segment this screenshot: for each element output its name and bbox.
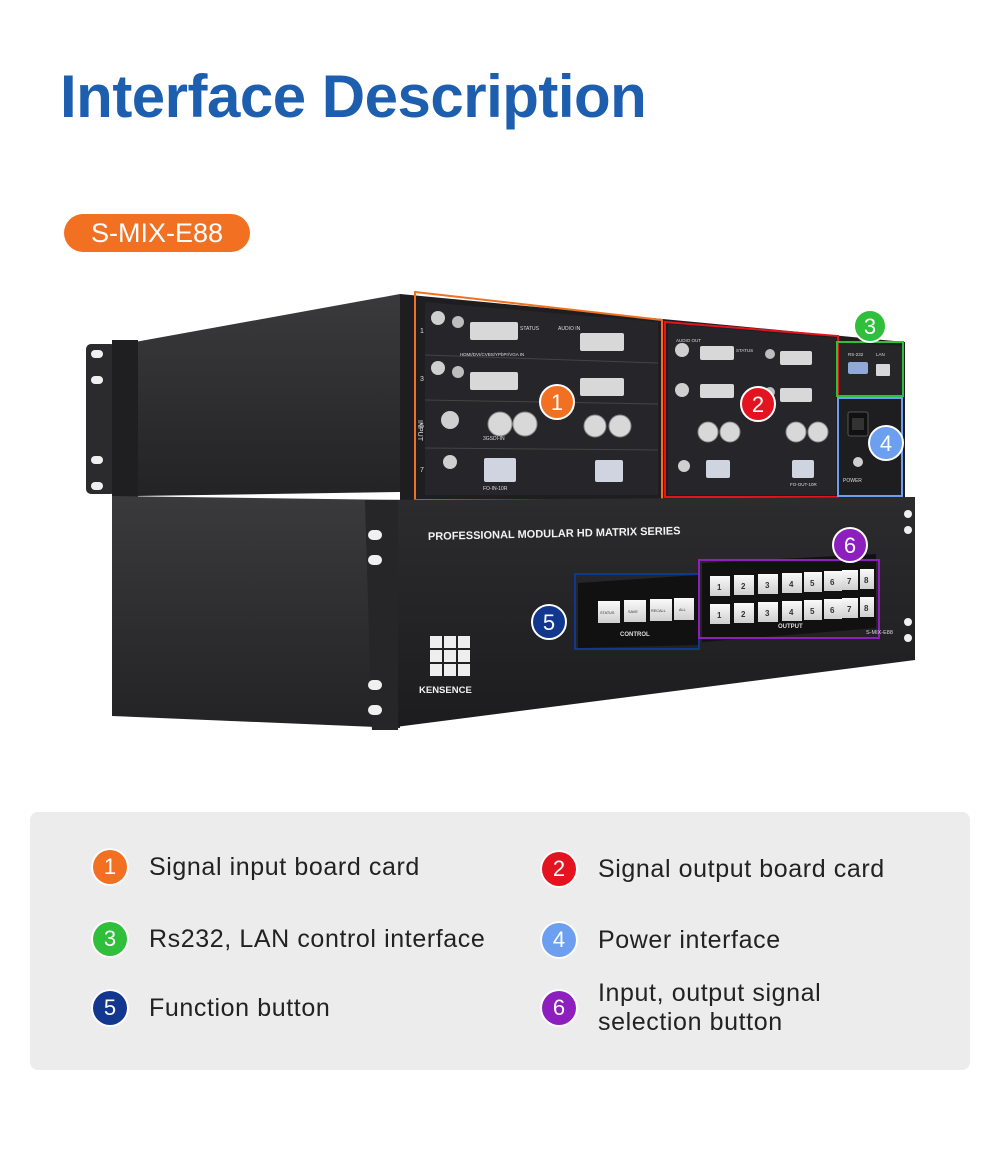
legend-number-5: 5 [93,991,127,1025]
output-button-numbers: 1 2 3 4 5 6 7 8 1 2 3 4 5 6 7 8 [717,576,869,620]
input-panel-label: INPUT [416,420,423,442]
out-btn-r1-5: 5 [810,579,815,588]
out-btn-r2-5: 5 [810,607,815,616]
legend-number-2: 2 [542,852,576,886]
callout-5: 5 [531,604,567,640]
out-btn-r2-4: 4 [789,608,794,617]
svg-text:RS-232: RS-232 [848,352,864,357]
callout-6: 6 [832,527,868,563]
output-group-label: OUTPUT [778,624,803,630]
callout-4-number: 4 [880,431,892,456]
model-small-label: S-MIX-E88 [866,630,893,636]
legend-label-2: Signal output board card [598,854,885,883]
legend-item-5: 5 Function button [93,991,330,1025]
legend-label-5: Function button [149,993,331,1022]
upper-chassis-side [86,294,400,498]
svg-text:STATUS: STATUS [520,326,540,332]
out-btn-r1-7: 7 [847,577,852,586]
lower-chassis [112,496,915,730]
out-btn-r2-6: 6 [830,606,835,615]
series-text: PROFESSIONAL MODULAR HD MATRIX SERIES [428,525,681,543]
rack-ear-left [86,344,116,494]
control-button-group [578,575,698,648]
model-badge: S-MIX-E88 [64,214,250,252]
out-btn-r2-8: 8 [864,604,869,613]
out-btn-r1-1: 1 [717,583,722,592]
out-btn-r2-2: 2 [741,610,746,619]
callout-3: 3 [853,309,887,343]
legend-number-1: 1 [93,850,127,884]
out-btn-r1-8: 8 [864,576,869,585]
legend-item-6: 6 Input, output signal selection button [542,979,898,1037]
out-btn-r1-6: 6 [830,578,835,587]
callout-1-number: 1 [551,390,563,415]
brand-name: KENSENCE [419,685,472,696]
legend-item-4: 4 Power interface [542,923,781,957]
legend-label-1: Signal input board card [149,852,420,881]
out-btn-r1-4: 4 [789,580,794,589]
callout-2-number: 2 [752,392,764,417]
callout-frame-6 [698,559,880,639]
input-card: 1 3 5 7 STATUS AUDIO IN HDMI/DVI/CVBS/YP… [420,302,659,495]
output-button-group [702,554,876,642]
svg-text:FO-OUT-10R: FO-OUT-10R [790,482,818,487]
callout-6-number: 6 [844,533,856,558]
svg-text:5: 5 [420,423,424,430]
out-btn-r2-1: 1 [717,611,722,620]
out-btn-r2-3: 3 [765,609,770,618]
legend-label-4: Power interface [598,925,781,954]
svg-text:FO-IN-10R: FO-IN-10R [483,486,508,492]
callout-4: 4 [868,425,904,461]
control-group-label: CONTROL [620,632,650,638]
legend-item-2: 2 Signal output board card [542,852,885,886]
legend-panel: 1 Signal input board card 2 Signal outpu… [30,812,970,1070]
callout-2: 2 [740,386,776,422]
legend-number-6: 6 [542,991,576,1025]
control-power-panel: RS-232 LAN POWER [840,342,902,484]
legend-label-3: Rs232, LAN control interface [149,924,486,953]
legend-item-3: 3 Rs232, LAN control interface [93,922,485,956]
control-btn-status: STATUS [600,611,615,615]
out-btn-r1-3: 3 [765,581,770,590]
svg-text:STATUS: STATUS [736,348,753,353]
svg-text:HDMI/DVI/CVBS/YPbPr/VGA IN: HDMI/DVI/CVBS/YPbPr/VGA IN [460,352,524,357]
svg-text:AUDIO OUT: AUDIO OUT [676,338,701,343]
svg-text:3: 3 [420,376,424,383]
legend-item-1: 1 Signal input board card [93,850,420,884]
control-btn-save: SAVE [628,610,638,614]
svg-text:AUDIO IN: AUDIO IN [558,326,581,332]
legend-number-3: 3 [93,922,127,956]
legend-number-4: 4 [542,923,576,957]
brand-logo [430,636,470,676]
svg-text:POWER: POWER [843,478,862,484]
svg-text:3GSDI-IN: 3GSDI-IN [483,436,505,442]
svg-text:LAN: LAN [876,352,885,357]
out-btn-r1-2: 2 [741,582,746,591]
control-btn-all: ALL [679,608,686,612]
svg-text:7: 7 [420,467,424,474]
out-btn-r2-7: 7 [847,605,852,614]
device-illustration: 1 3 5 7 STATUS AUDIO IN HDMI/DVI/CVBS/YP… [86,290,915,730]
callout-5-number: 5 [543,610,555,635]
callout-1: 1 [539,384,575,420]
page-title: Interface Description [60,63,647,130]
legend-label-6: Input, output signal selection button [598,979,822,1036]
callout-3-number: 3 [864,314,876,339]
svg-text:1: 1 [420,328,424,335]
control-btn-recall: RECALL [651,609,666,613]
